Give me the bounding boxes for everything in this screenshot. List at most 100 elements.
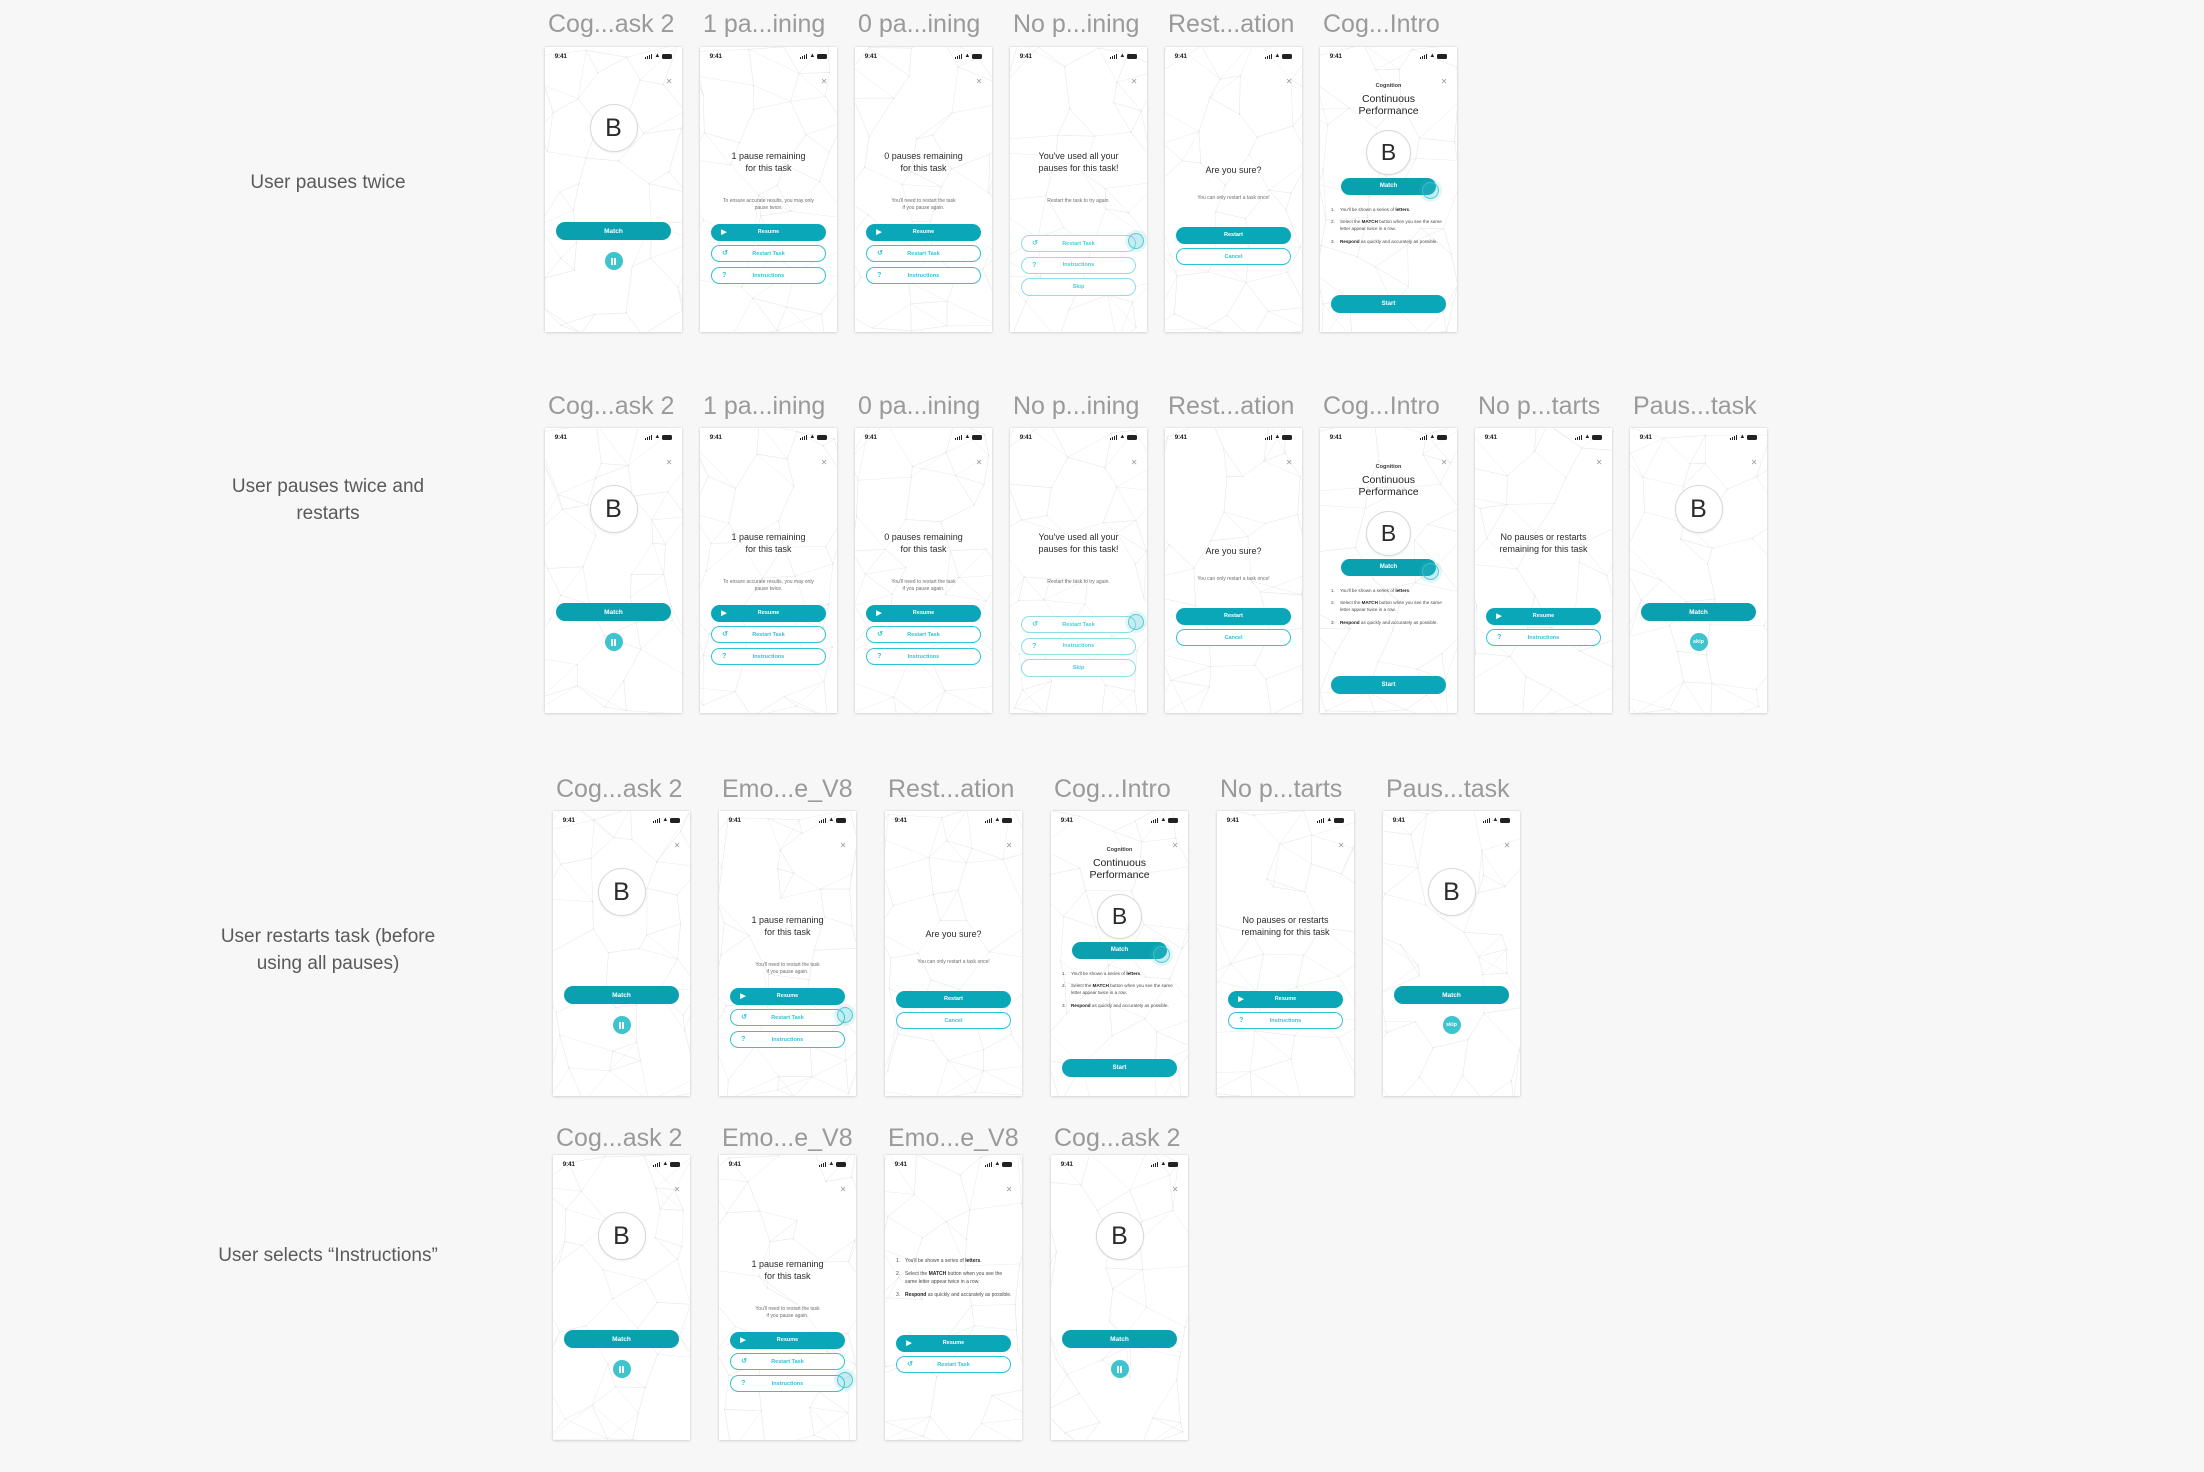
close-icon[interactable]: ✕ bbox=[1130, 458, 1138, 468]
battery-icon bbox=[1282, 54, 1293, 60]
start-button[interactable]: Start bbox=[1061, 1058, 1178, 1077]
restart-task-button[interactable]: ↺Restart Task bbox=[1020, 616, 1137, 634]
pause-round-button[interactable] bbox=[604, 252, 623, 271]
restart-task-button[interactable]: ↺Restart Task bbox=[1020, 235, 1137, 253]
pause-round-button[interactable] bbox=[612, 1360, 631, 1379]
restart-task-icon: ↺ bbox=[722, 631, 728, 639]
close-icon[interactable]: ✕ bbox=[673, 1185, 681, 1195]
subtext-line-1: You'll need to restart the task bbox=[755, 1306, 820, 1313]
status-bar: 9:41▲ bbox=[1383, 811, 1520, 831]
close-icon[interactable]: ✕ bbox=[665, 458, 673, 468]
restart-task-button[interactable]: ↺Restart Task bbox=[729, 1353, 846, 1371]
resume-button[interactable]: ▶Resume bbox=[895, 1334, 1012, 1352]
restart-confirm-button[interactable]: Restart bbox=[1175, 607, 1292, 625]
instructions-button[interactable]: ?Instructions bbox=[1020, 637, 1137, 655]
instruction-bold: letters bbox=[1126, 970, 1141, 976]
instructions-button[interactable]: ?Instructions bbox=[1485, 629, 1602, 647]
resume-button[interactable]: ▶Resume bbox=[710, 604, 827, 622]
pause-round-button[interactable] bbox=[1110, 1360, 1129, 1379]
close-icon[interactable]: ✕ bbox=[665, 77, 673, 87]
resume-button[interactable]: ▶Resume bbox=[729, 1331, 846, 1349]
cancel-button[interactable]: Cancel bbox=[895, 1012, 1012, 1030]
close-icon[interactable]: ✕ bbox=[839, 841, 847, 851]
resume-button[interactable]: ▶Resume bbox=[1227, 990, 1344, 1008]
status-time: 9:41 bbox=[1060, 817, 1073, 825]
match-button[interactable]: Match bbox=[555, 603, 672, 621]
status-time: 9:41 bbox=[1019, 434, 1032, 442]
instructions-button[interactable]: ?Instructions bbox=[729, 1375, 846, 1393]
wifi-icon: ▲ bbox=[1160, 1161, 1167, 1168]
skip-round-button[interactable]: skip bbox=[1689, 633, 1708, 652]
restart-task-button[interactable]: ↺ Restart Task bbox=[895, 1356, 1012, 1374]
resume-button[interactable]: ▶Resume bbox=[865, 604, 982, 622]
close-icon[interactable]: ✕ bbox=[975, 77, 983, 87]
signal-icon bbox=[653, 1162, 661, 1168]
match-button[interactable]: Match bbox=[1071, 942, 1168, 959]
close-icon[interactable]: ✕ bbox=[1750, 458, 1758, 468]
instructions-button[interactable]: ?Instructions bbox=[1227, 1012, 1344, 1030]
restart-task-button[interactable]: ↺Restart Task bbox=[710, 626, 827, 644]
close-icon[interactable]: ✕ bbox=[1595, 458, 1603, 468]
close-icon[interactable]: ✕ bbox=[1005, 841, 1013, 851]
close-icon[interactable]: ✕ bbox=[975, 458, 983, 468]
close-icon[interactable]: ✕ bbox=[1005, 1185, 1013, 1195]
match-button[interactable]: Match bbox=[1393, 986, 1510, 1004]
resume-button[interactable]: ▶Resume bbox=[729, 987, 846, 1005]
pause-round-button[interactable] bbox=[604, 633, 623, 652]
resume-button[interactable]: ▶Resume bbox=[865, 223, 982, 241]
start-button[interactable]: Start bbox=[1330, 675, 1447, 694]
instructions-button[interactable]: ?Instructions bbox=[710, 267, 827, 285]
match-button[interactable]: Match bbox=[563, 1330, 680, 1348]
skip-round-button[interactable]: skip bbox=[1442, 1016, 1461, 1035]
start-button[interactable]: Start bbox=[1330, 294, 1447, 313]
close-icon[interactable]: ✕ bbox=[1285, 458, 1293, 468]
close-icon[interactable]: ✕ bbox=[820, 77, 828, 87]
close-icon[interactable]: ✕ bbox=[673, 841, 681, 851]
close-icon[interactable]: ✕ bbox=[1503, 841, 1511, 851]
close-icon[interactable]: ✕ bbox=[839, 1185, 847, 1195]
instructions-button[interactable]: ?Instructions bbox=[1020, 256, 1137, 274]
stimulus-letter: B bbox=[1111, 1221, 1128, 1250]
match-button[interactable]: Match bbox=[1340, 178, 1437, 195]
restart-confirm-button[interactable]: Restart bbox=[895, 990, 1012, 1008]
close-icon[interactable]: ✕ bbox=[1171, 841, 1179, 851]
close-icon[interactable]: ✕ bbox=[1440, 458, 1448, 468]
match-button[interactable]: Match bbox=[563, 986, 680, 1004]
instructions-button[interactable]: ?Instructions bbox=[729, 1031, 846, 1049]
status-bar: 9:41▲ bbox=[700, 428, 837, 448]
close-icon[interactable]: ✕ bbox=[1440, 77, 1448, 87]
skip-button[interactable]: Skip bbox=[1020, 659, 1137, 677]
resume-button[interactable]: ▶Resume bbox=[710, 223, 827, 241]
close-icon[interactable]: ✕ bbox=[1171, 1185, 1179, 1195]
match-button[interactable]: Match bbox=[1061, 1330, 1178, 1348]
status-icons: ▲ bbox=[653, 1161, 681, 1168]
match-button[interactable]: Match bbox=[555, 222, 672, 240]
cancel-button[interactable]: Cancel bbox=[1175, 629, 1292, 647]
status-time: 9:41 bbox=[1329, 53, 1342, 61]
restart-task-button[interactable]: ↺Restart Task bbox=[865, 245, 982, 263]
instructions-button[interactable]: ?Instructions bbox=[710, 648, 827, 666]
restart-task-button[interactable]: ↺Restart Task bbox=[865, 626, 982, 644]
restart-confirm-button[interactable]: Restart bbox=[1175, 226, 1292, 244]
restart-task-button[interactable]: ↺Restart Task bbox=[729, 1009, 846, 1027]
close-icon[interactable]: ✕ bbox=[1285, 77, 1293, 87]
instructions-button[interactable]: ?Instructions bbox=[865, 648, 982, 666]
cancel-button[interactable]: Cancel bbox=[1175, 248, 1292, 266]
status-icons: ▲ bbox=[955, 434, 983, 441]
restart-task-button-label: Restart Task bbox=[937, 1361, 970, 1368]
wifi-icon: ▲ bbox=[1160, 817, 1167, 824]
resume-button[interactable]: ▶Resume bbox=[1485, 607, 1602, 625]
skip-button[interactable]: Skip bbox=[1020, 278, 1137, 296]
close-icon[interactable]: ✕ bbox=[820, 458, 828, 468]
close-icon[interactable]: ✕ bbox=[1337, 841, 1345, 851]
match-button[interactable]: Match bbox=[1340, 559, 1437, 576]
close-icon[interactable]: ✕ bbox=[1130, 77, 1138, 87]
match-button[interactable]: Match bbox=[1640, 603, 1757, 621]
instructions-button[interactable]: ?Instructions bbox=[865, 267, 982, 285]
pause-round-button[interactable] bbox=[612, 1016, 631, 1035]
restart-task-button[interactable]: ↺Restart Task bbox=[710, 245, 827, 263]
instruction-item: 2.Select the MATCH button when you see t… bbox=[1062, 983, 1178, 997]
restart-task-icon: ↺ bbox=[907, 1361, 913, 1369]
signal-icon bbox=[1483, 818, 1491, 824]
